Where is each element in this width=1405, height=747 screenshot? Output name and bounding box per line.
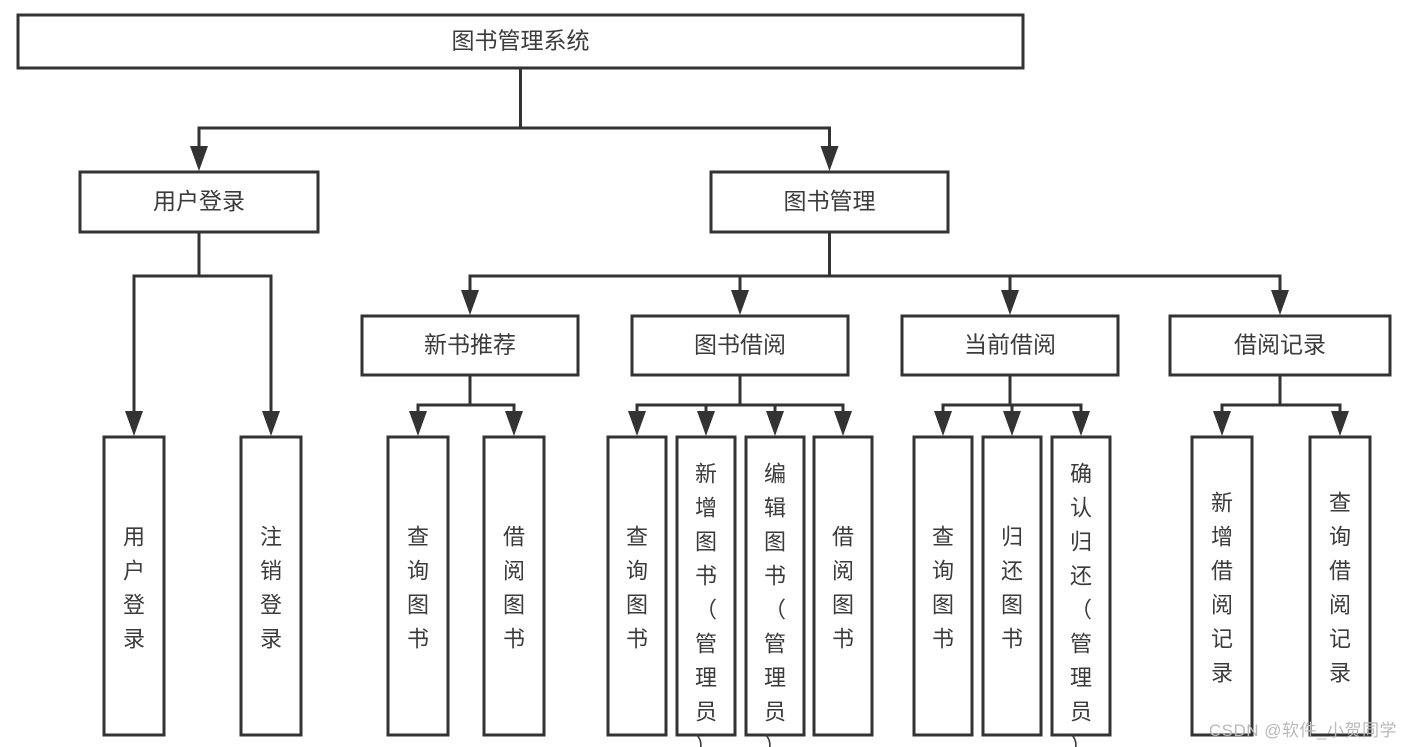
node-root[interactable]: 图书管理系统 (16, 13, 1025, 70)
node-label: 当前借阅 (964, 332, 1056, 358)
arrow-head-icon (934, 411, 952, 436)
node-box (606, 435, 668, 737)
arrow-head-icon (1271, 290, 1289, 315)
node-box (239, 435, 303, 737)
arrow-head-icon (834, 411, 852, 436)
node-box (812, 435, 874, 737)
node-leaf-query-record[interactable]: 查询借阅记录 (1308, 435, 1372, 737)
node-label: 借阅图书 (503, 525, 525, 652)
node-user-login[interactable]: 用户登录 (78, 170, 320, 234)
arrow-head-icon (766, 411, 784, 436)
connector-group-current-borrow (934, 373, 1090, 436)
node-label: 图书管理 (784, 188, 876, 214)
node-layer: 图书管理系统用户登录图书管理新书推荐图书借阅当前借阅借阅记录用户登录注销登录查询… (16, 13, 1392, 747)
node-leaf-query-book-2[interactable]: 查询图书 (606, 435, 668, 737)
connector-group-book-manage (461, 230, 1289, 315)
connector-group-book-borrow (628, 373, 852, 436)
node-label: 新书推荐 (424, 332, 516, 358)
arrow-head-icon (1331, 411, 1349, 436)
node-label: 查询借阅记录 (1329, 491, 1351, 686)
arrow-head-icon (409, 411, 427, 436)
node-leaf-query-book-1[interactable]: 查询图书 (386, 435, 450, 737)
node-box (912, 435, 974, 737)
node-box (675, 435, 737, 737)
node-label: 确认归还（管理员） (1070, 461, 1092, 747)
node-label: 查询图书 (626, 525, 648, 652)
node-box (744, 435, 806, 737)
node-box (360, 314, 580, 377)
arrow-head-icon (1213, 411, 1231, 436)
arrow-head-icon (461, 290, 479, 315)
node-leaf-return-book[interactable]: 归还图书 (981, 435, 1043, 737)
node-book-borrow[interactable]: 图书借阅 (630, 314, 850, 377)
connector-group-borrow-record (1213, 373, 1349, 436)
arrow-head-icon (190, 146, 208, 171)
arrow-head-icon (1003, 411, 1021, 436)
node-label: 归还图书 (1001, 525, 1023, 652)
node-leaf-confirm-return[interactable]: 确认归还（管理员） (1050, 435, 1112, 747)
node-box (1168, 314, 1392, 377)
node-box (630, 314, 850, 377)
node-label: 借阅图书 (832, 525, 854, 652)
node-label: 查询图书 (407, 525, 429, 652)
node-box (78, 170, 320, 234)
node-label: 用户登录 (123, 525, 145, 652)
node-leaf-add-record[interactable]: 新增借阅记录 (1190, 435, 1254, 737)
node-box (981, 435, 1043, 737)
node-label: 新增借阅记录 (1211, 491, 1233, 686)
node-label: 用户登录 (153, 188, 245, 214)
arrow-head-icon (820, 146, 839, 171)
connector-layer (125, 66, 1349, 436)
node-label: 新增图书（管理员） (695, 461, 717, 747)
node-leaf-query-book-3[interactable]: 查询图书 (912, 435, 974, 737)
node-leaf-edit-book[interactable]: 编辑图书（管理员） (744, 435, 806, 747)
node-box (1050, 435, 1112, 737)
node-box (482, 435, 546, 737)
node-book-manage[interactable]: 图书管理 (709, 170, 950, 234)
node-box (102, 435, 166, 737)
node-borrow-record[interactable]: 借阅记录 (1168, 314, 1392, 377)
watermark-text: CSDN @软件_小贺同学 (1208, 721, 1397, 740)
arrow-head-icon (628, 411, 646, 436)
node-label: 查询图书 (932, 525, 954, 652)
node-leaf-borrow-book-1[interactable]: 借阅图书 (482, 435, 546, 737)
arrow-head-icon (1072, 411, 1090, 436)
arrow-head-icon (262, 411, 280, 436)
node-current-borrow[interactable]: 当前借阅 (900, 314, 1120, 377)
arrow-head-icon (697, 411, 715, 436)
arrow-head-icon (505, 411, 523, 436)
node-label: 图书借阅 (694, 332, 786, 358)
node-leaf-borrow-book-2[interactable]: 借阅图书 (812, 435, 874, 737)
arrow-head-icon (1001, 290, 1019, 315)
node-new-book-rec[interactable]: 新书推荐 (360, 314, 580, 377)
node-label: 借阅记录 (1234, 332, 1326, 358)
node-leaf-logout[interactable]: 注销登录 (239, 435, 303, 737)
connector-group-user-login (125, 230, 280, 436)
arrow-head-icon (125, 411, 143, 436)
node-box (709, 170, 950, 234)
connector-group-root (190, 66, 839, 171)
arrow-head-icon (731, 290, 749, 315)
node-box (1308, 435, 1372, 737)
node-label: 编辑图书（管理员） (764, 461, 786, 747)
node-box (16, 13, 1025, 70)
node-label: 注销登录 (260, 525, 282, 652)
node-leaf-user-login[interactable]: 用户登录 (102, 435, 166, 737)
node-box (386, 435, 450, 737)
connector-group-new-book-rec (409, 373, 523, 436)
node-leaf-add-book[interactable]: 新增图书（管理员） (675, 435, 737, 747)
node-box (900, 314, 1120, 377)
node-label: 图书管理系统 (452, 28, 590, 54)
node-box (1190, 435, 1254, 737)
